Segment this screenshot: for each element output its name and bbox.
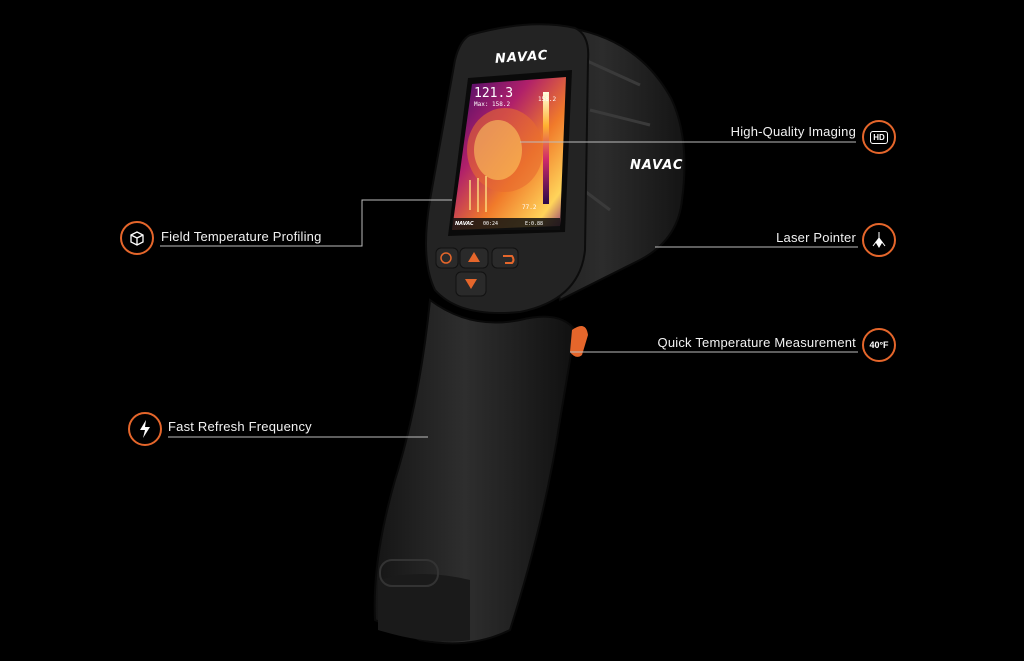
screen-max-reading: 121.3 bbox=[474, 86, 514, 101]
screen-scale-top: 158.2 bbox=[538, 96, 557, 103]
lightning-icon bbox=[128, 412, 162, 446]
screen-scale-bottom: 77.2 bbox=[522, 204, 537, 211]
feature-hd-label: High-Quality Imaging bbox=[730, 124, 856, 139]
screen-max-label: Max: 158.2 bbox=[474, 101, 511, 108]
feature-profiling-label: Field Temperature Profiling bbox=[161, 229, 322, 244]
screen-footer-logo: NAVAC bbox=[455, 221, 474, 227]
hd-badge-text: HD bbox=[870, 130, 888, 144]
device-logo-side: NAVAC bbox=[630, 158, 684, 173]
laser-burst-icon bbox=[862, 223, 896, 257]
feature-laser-label: Laser Pointer bbox=[776, 230, 856, 245]
temperature-icon: 40°F bbox=[862, 328, 896, 362]
cube-icon bbox=[120, 221, 154, 255]
feature-refresh-label: Fast Refresh Frequency bbox=[168, 419, 312, 434]
temperature-badge-text: 40°F bbox=[869, 340, 889, 350]
screen-emissivity: E:0.88 bbox=[525, 221, 544, 227]
hd-icon: HD bbox=[862, 120, 896, 154]
screen-time: 00:24 bbox=[483, 221, 499, 227]
feature-quick-label: Quick Temperature Measurement bbox=[657, 335, 856, 350]
